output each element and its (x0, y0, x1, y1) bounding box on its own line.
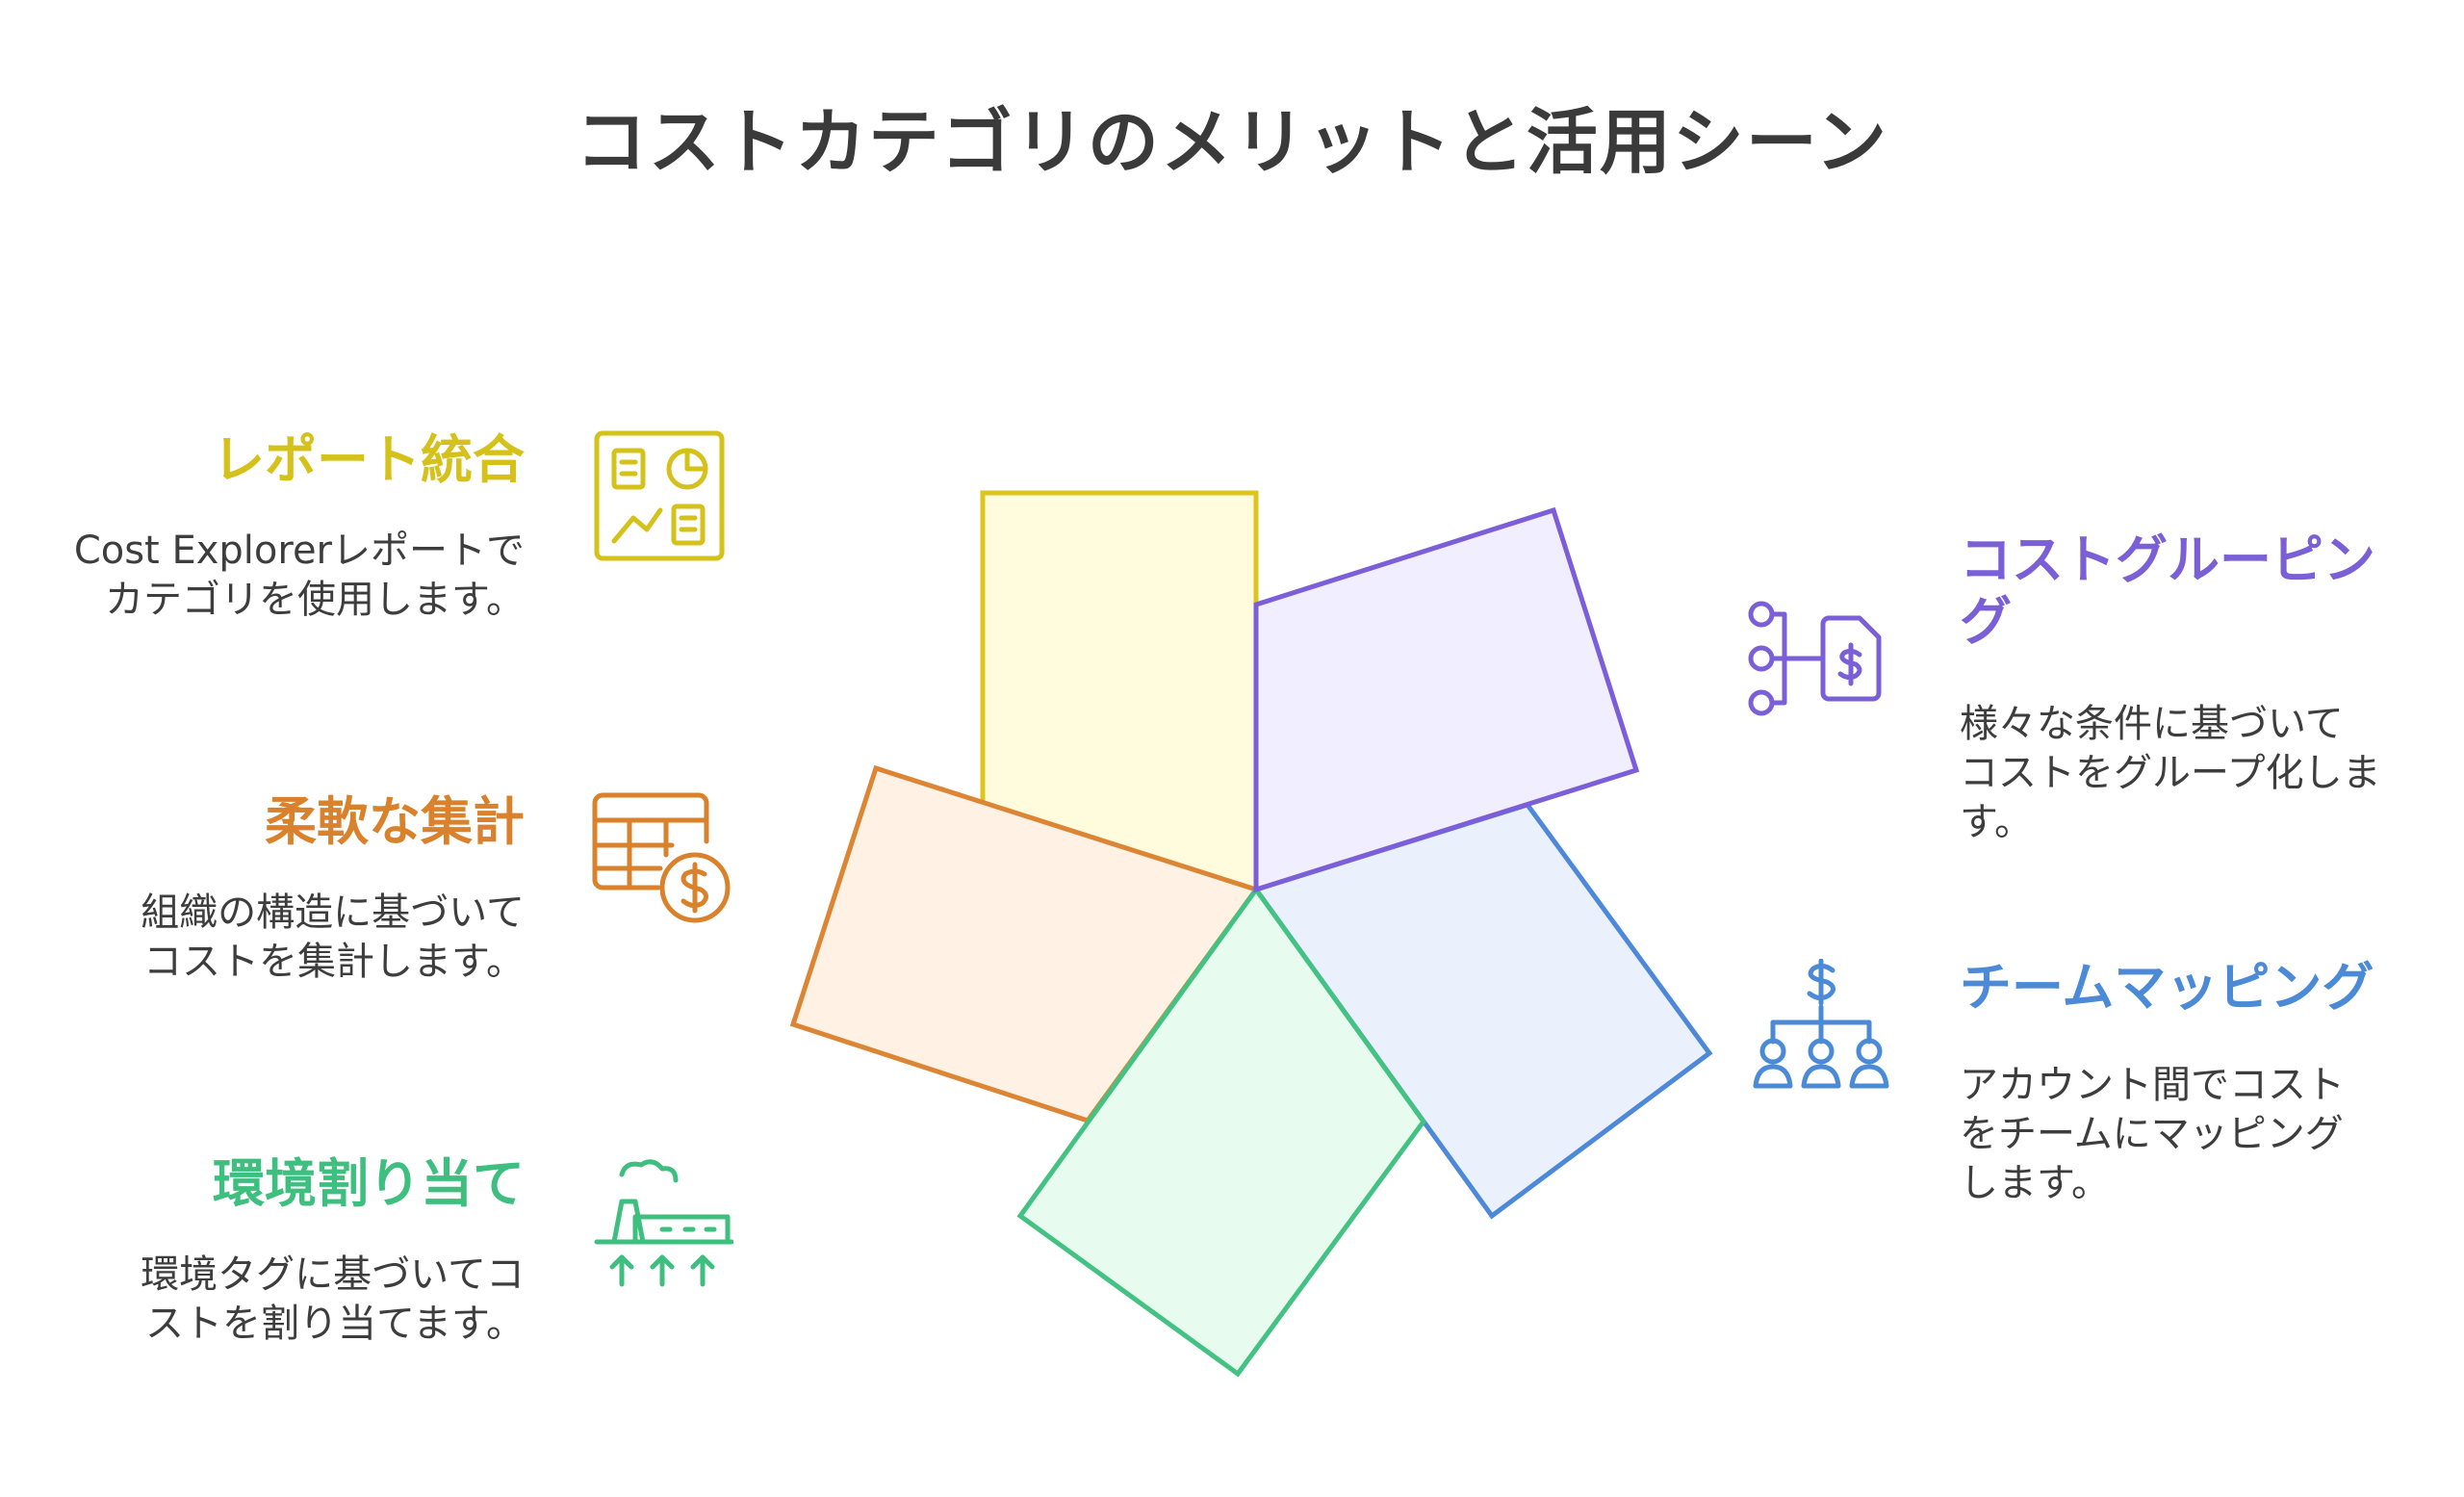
grouping-desc-line3: す。 (1960, 800, 2033, 844)
team-hierarchy-dollar-icon (1753, 959, 1889, 1089)
aggregate-desc-line2: コストを集計します。 (143, 940, 525, 984)
grouping-heading-line1: コストグルーピン (1960, 529, 2375, 590)
report-description: Cost Explorerレポートで カテゴリを使用します。 (38, 527, 525, 625)
fan-petal-env (1016, 885, 1427, 1378)
team-heading: チームマッピング (1960, 957, 2374, 1018)
report-desc-line1: Cost Explorerレポートで (73, 529, 525, 573)
team-desc-line3: します。 (1960, 1161, 2110, 1205)
team-desc-line1: アカウント間でコスト (1960, 1063, 2345, 1107)
factory-arrows-icon (594, 1159, 733, 1287)
page-title: コストカテゴリのメリットと活用シーン (575, 101, 1889, 184)
grouping-desc-line1: 様々な条件に基づいて (1960, 702, 2344, 746)
report-dashboard-icon (594, 430, 725, 561)
grouping-heading: コストグルーピン グ (1960, 529, 2441, 653)
grouping-heading-line2: グ (1960, 591, 2012, 652)
env-desc-line2: ストを割り当てます。 (145, 1302, 525, 1346)
report-heading: レポート統合 (213, 429, 525, 490)
env-desc-line1: 環境タグに基づいてコ (141, 1252, 525, 1297)
env-heading: 環境割り当て (213, 1153, 525, 1214)
team-desc-line2: をチームにマッピング (1960, 1112, 2344, 1156)
aggregate-description: 組織の構造に基づいて コストを集計します。 (38, 889, 525, 987)
grouping-desc-line2: コストをグループ化しま (1960, 751, 2381, 795)
team-description: アカウント間でコスト をチームにマッピング します。 (1960, 1061, 2441, 1208)
aggregate-desc-line1: 組織の構造に基づいて (141, 890, 525, 935)
grouping-description: 様々な条件に基づいて コストをグループ化しま す。 (1960, 700, 2441, 847)
report-desc-line2: カテゴリを使用します。 (105, 578, 525, 622)
aggregate-heading: 柔軟な集計 (265, 791, 525, 852)
grouping-dollar-doc-icon (1748, 601, 1882, 716)
env-description: 環境タグに基づいてコ ストを割り当てます。 (38, 1251, 525, 1349)
spreadsheet-dollar-icon (592, 792, 731, 923)
fan-petal-grouping (1253, 506, 1640, 893)
